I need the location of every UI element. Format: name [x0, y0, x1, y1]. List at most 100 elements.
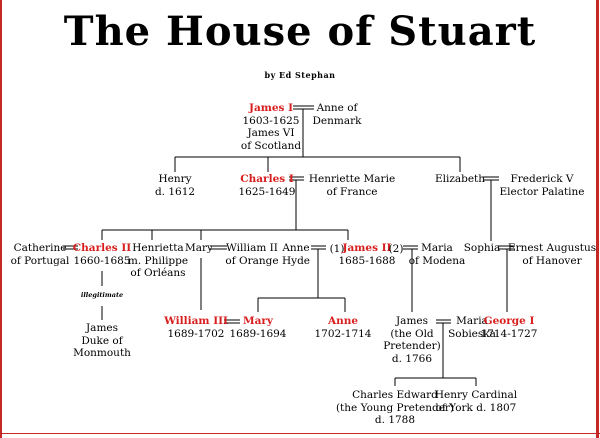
person-mary-ii: Mary 1689-1694 [230, 315, 287, 340]
person-detail: Henry [158, 173, 192, 185]
person-detail: Sobieska [448, 327, 496, 340]
person-william-iii: William III 1689-1702 [164, 315, 228, 340]
person-name: Charles II [72, 242, 132, 254]
person-detail: Sophia [463, 242, 501, 254]
right-border [596, 0, 599, 438]
person-detail: Elector Palatine [499, 185, 585, 198]
person-detail: of Hanover [522, 254, 582, 267]
page-title: The House of Stuart [63, 8, 537, 55]
person-charles-edward: Charles Edward (the Young Pretender) d. … [336, 389, 454, 427]
person-name: Mary [242, 315, 274, 327]
person-james-ii: James II 1685-1688 [339, 242, 396, 267]
person-detail: of France [326, 185, 378, 198]
person-detail: Anne of [316, 102, 358, 114]
person-frederick-v: Frederick V Elector Palatine [499, 173, 584, 198]
marriage-william-iii-mary [224, 319, 240, 324]
person-detail: James [395, 315, 429, 327]
person-detail: Elizabeth [434, 173, 486, 185]
person-name: James I [248, 102, 294, 114]
person-detail: Henry Cardinal [434, 389, 518, 401]
person-detail: Henrietta [132, 242, 184, 254]
person-sophia: Sophia [464, 242, 501, 255]
person-george-i: George I 1714-1727 [481, 315, 538, 340]
descent-james-i [174, 109, 461, 172]
person-name: William III [164, 315, 228, 327]
person-anne-of-denmark: Anne of Denmark [313, 102, 362, 127]
person-detail: d. 1612 [154, 185, 196, 198]
person-detail: of Modena [408, 254, 466, 267]
person-detail: of Orléans [130, 267, 186, 279]
person-charles-ii: Charles II 1660-1685 [73, 242, 131, 267]
person-detail: 1660-1685 [73, 254, 131, 267]
marriage-elizabeth-frederick [483, 176, 499, 181]
person-anne-hyde: Anne Hyde [282, 242, 310, 267]
marriage-number-2: (2) [388, 243, 404, 255]
person-detail: of Scotland [240, 139, 302, 152]
person-anne: Anne 1702-1714 [315, 315, 372, 340]
person-detail: James [85, 322, 119, 334]
person-henry: Henry d. 1612 [155, 173, 195, 198]
descent-old-pretender [394, 323, 477, 386]
person-detail: Mary [185, 242, 213, 254]
person-detail: Henriette Marie [308, 173, 396, 185]
person-detail: William II [226, 242, 278, 254]
left-border [0, 0, 2, 438]
person-mary-of-orange: Mary [185, 242, 213, 255]
person-henrietta: Henrietta m. Philippe of Orléans [128, 242, 188, 280]
person-catherine-of-portugal: Catherine of Portugal [11, 242, 70, 267]
person-detail: of York d. 1807 [435, 401, 517, 414]
person-charles-i: Charles I 1625-1649 [239, 173, 296, 198]
person-detail: Maria [421, 242, 453, 254]
person-detail: m. Philippe [127, 254, 189, 267]
person-detail: 1685-1688 [338, 254, 396, 267]
marriage-james-ii-maria [403, 245, 418, 250]
person-detail: 1714-1727 [480, 327, 538, 340]
person-detail: Anne [282, 242, 310, 254]
person-detail: Hyde [281, 254, 311, 267]
person-detail: Pretender) [383, 340, 441, 352]
person-detail: 1689-1702 [167, 327, 225, 340]
person-detail: Ernest Augustus [507, 242, 597, 254]
person-detail: Denmark [312, 114, 362, 127]
person-detail: Charles Edward [352, 389, 438, 401]
marriage-anne-hyde-james-ii [311, 245, 326, 250]
person-detail: Maria [456, 315, 488, 327]
person-detail: James VI [247, 127, 295, 139]
person-james-duke-of-monmouth: James Duke of Monmouth [73, 322, 131, 360]
person-detail: Catherine [13, 242, 67, 254]
bottom-border [0, 433, 600, 434]
person-name: George I [483, 315, 535, 327]
marriage-mary-william-ii [210, 245, 227, 250]
person-name: Anne [327, 315, 359, 327]
person-maria-of-modena: Maria of Modena [409, 242, 466, 267]
marriage-number-1: (1) [329, 243, 345, 255]
person-james-i: James I 1603-1625 James VI of Scotland [241, 102, 301, 152]
person-name: Charles I [240, 173, 294, 185]
person-ernest-augustus: Ernest Augustus of Hanover [508, 242, 596, 267]
person-james-old-pretender: James (the Old Pretender) d. 1766 [383, 315, 441, 365]
person-detail: (the Old [390, 327, 434, 340]
author-byline: by Ed Stephan [264, 70, 336, 80]
person-detail: 1625-1649 [238, 185, 296, 198]
person-elizabeth: Elizabeth [435, 173, 485, 186]
person-detail: 1689-1694 [229, 327, 287, 340]
person-henriette-marie: Henriette Marie of France [309, 173, 395, 198]
person-detail: 1603-1625 [242, 114, 300, 127]
descent-charles-i [101, 180, 349, 240]
person-name: James II [342, 242, 392, 254]
marriage-catherine-charles-ii [63, 245, 78, 250]
person-henry-cardinal: Henry Cardinal of York d. 1807 [435, 389, 517, 414]
person-detail: Frederick V [510, 173, 574, 185]
descent-anne-hyde [257, 249, 346, 312]
person-detail: of Orange [225, 254, 279, 267]
person-detail: d. 1766 [391, 352, 433, 365]
person-detail: 1702-1714 [314, 327, 372, 340]
person-detail: (the Young Pretender) [335, 401, 455, 414]
illegitimate-label: illegitimate [80, 291, 124, 299]
person-william-ii: William II of Orange [225, 242, 278, 267]
person-detail: Duke of [81, 334, 123, 347]
person-detail: of Portugal [10, 254, 70, 267]
person-detail: d. 1788 [374, 414, 416, 426]
